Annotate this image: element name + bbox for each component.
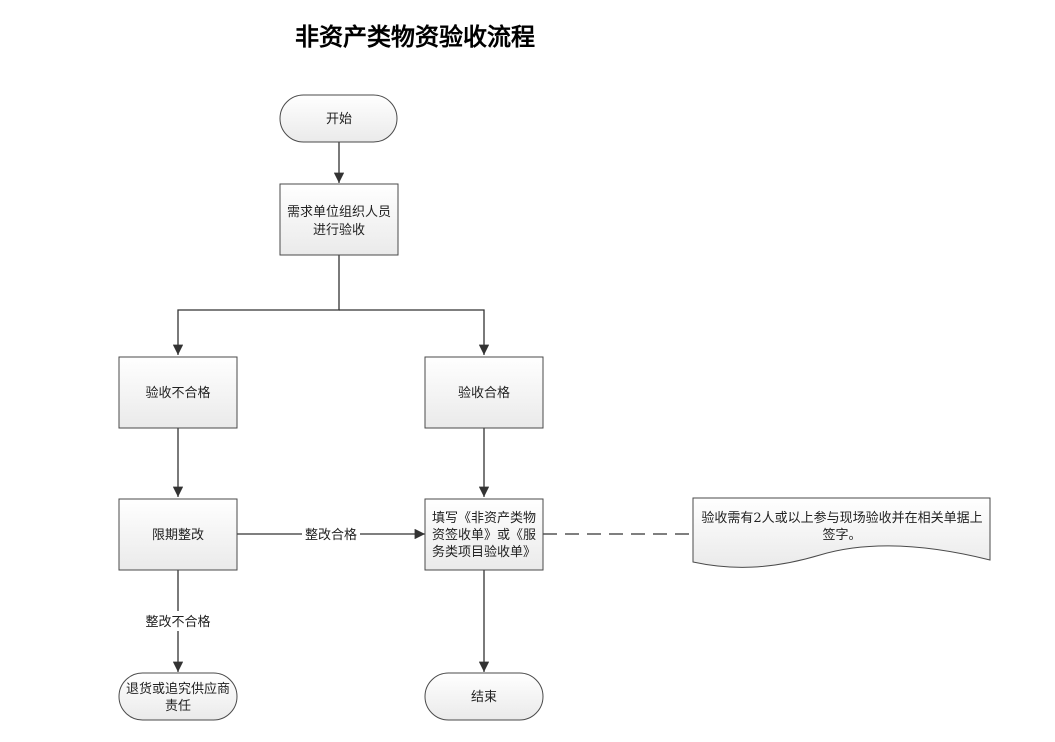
node-return-goods: 退货或追究供应商 责任: [118, 672, 238, 721]
node-fill-form: 填写《非资产类物 资签收单》或《服 务类项目验收单》: [424, 498, 544, 571]
node-return-line2: 责任: [165, 699, 191, 714]
node-end: 结束: [424, 672, 544, 721]
node-note-line1: 验收需有2人或以上参与现场验收并在相关单据上: [701, 510, 982, 526]
node-start-label: 开始: [326, 112, 352, 127]
node-unqualified: 验收不合格: [118, 356, 238, 429]
edge-organize-to-unqualified: [172, 255, 340, 355]
edge-label-bg: [302, 524, 360, 544]
node-rectify-label: 限期整改: [152, 528, 204, 543]
node-fill-form-line2: 资签收单》或《服: [432, 527, 536, 543]
node-return-line1: 退货或追究供应商: [126, 681, 230, 697]
node-start: 开始: [279, 94, 398, 143]
edge-label-rectify-ok: 整改合格: [305, 527, 357, 543]
edge-label-bg: [142, 611, 214, 631]
node-fill-form-line1: 填写《非资产类物: [432, 511, 536, 526]
node-note-line2: 签字。: [822, 527, 861, 543]
node-rectify: 限期整改: [118, 498, 238, 571]
edge-organize-to-qualified: [339, 309, 490, 355]
node-unqualified-label: 验收不合格: [145, 385, 210, 401]
edge-label-rectify-fail: 整改不合格: [145, 614, 210, 630]
node-qualified: 验收合格: [424, 356, 544, 429]
node-organize-line2: 进行验收: [313, 222, 365, 238]
node-qualified-label: 验收合格: [458, 385, 510, 401]
diagram-title: 非资产类物资验收流程: [295, 22, 535, 51]
node-end-label: 结束: [471, 690, 497, 705]
node-note-document: 验收需有2人或以上参与现场验收并在相关单据上 签字。: [692, 497, 991, 568]
node-organize-inspection: 需求单位组织人员 进行验收: [279, 183, 399, 256]
node-fill-form-line3: 务类项目验收单》: [432, 544, 536, 560]
node-organize-line1: 需求单位组织人员: [287, 205, 391, 220]
